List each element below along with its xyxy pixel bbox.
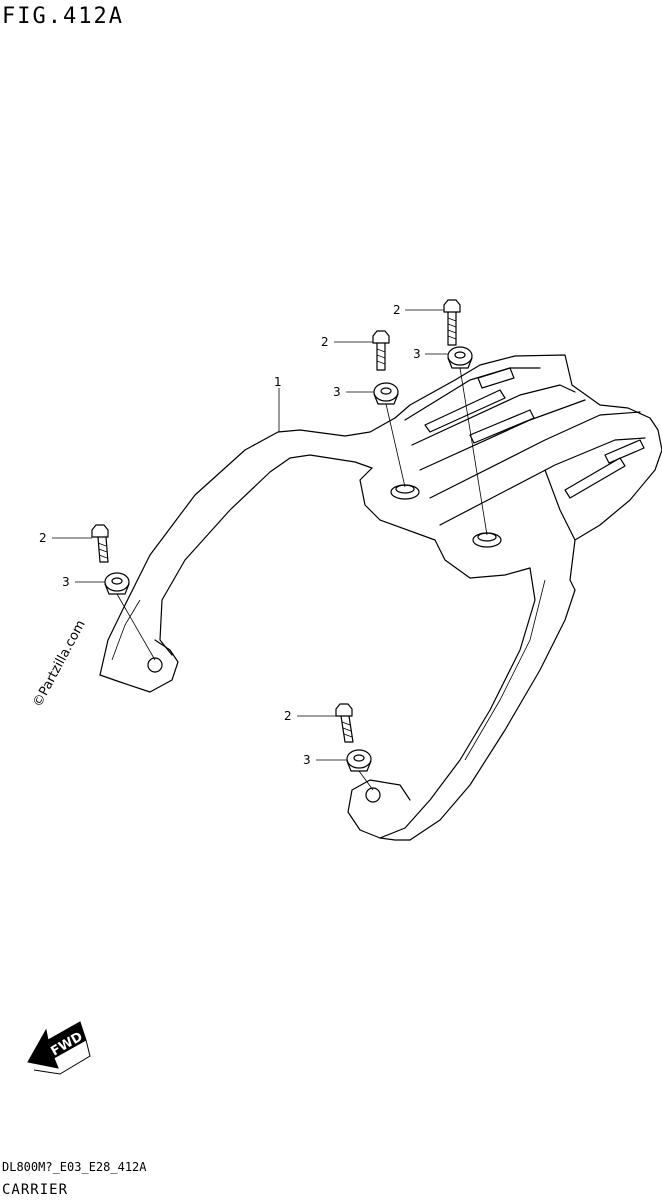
drawing-code: DL800M?_E03_E28_412A bbox=[2, 1160, 147, 1174]
callout-2[interactable]: 2 bbox=[321, 335, 373, 349]
watermark: ©Partzilla.com bbox=[30, 618, 88, 710]
callout-3[interactable]: 3 bbox=[333, 385, 374, 399]
callout-number: 2 bbox=[321, 335, 329, 349]
figure-name: CARRIER bbox=[2, 1182, 69, 1198]
bolt-icon[interactable] bbox=[335, 703, 354, 743]
callout-number: 3 bbox=[303, 753, 311, 767]
callout-3[interactable]: 3 bbox=[413, 347, 448, 361]
callout-number: 2 bbox=[39, 531, 47, 545]
callout-2[interactable]: 2 bbox=[284, 709, 336, 723]
carrier-part[interactable] bbox=[99, 354, 662, 841]
callout-number: 1 bbox=[274, 375, 282, 389]
callout-2[interactable]: 2 bbox=[39, 531, 92, 545]
bolt-icon[interactable] bbox=[91, 524, 109, 563]
callout-number: 2 bbox=[284, 709, 292, 723]
washer-icon[interactable] bbox=[447, 346, 473, 369]
callout-number: 3 bbox=[62, 575, 70, 589]
washer-icon[interactable] bbox=[373, 382, 399, 405]
callout-2[interactable]: 2 bbox=[393, 303, 444, 317]
washer-icon[interactable] bbox=[346, 749, 372, 772]
callout-number: 2 bbox=[393, 303, 401, 317]
washer-icon[interactable] bbox=[104, 572, 130, 595]
callout-number: 3 bbox=[413, 347, 421, 361]
figure-title: FIG.412A bbox=[2, 4, 124, 29]
callout-1[interactable]: 1 bbox=[274, 375, 282, 432]
bolt-icon[interactable] bbox=[372, 330, 390, 371]
assembly-guide-lines bbox=[116, 367, 488, 791]
callout-3[interactable]: 3 bbox=[303, 753, 347, 767]
callout-3[interactable]: 3 bbox=[62, 575, 105, 589]
callout-number: 3 bbox=[333, 385, 341, 399]
forward-direction-arrow-icon: FWD bbox=[27, 1021, 91, 1075]
bolt-icon[interactable] bbox=[443, 299, 461, 346]
